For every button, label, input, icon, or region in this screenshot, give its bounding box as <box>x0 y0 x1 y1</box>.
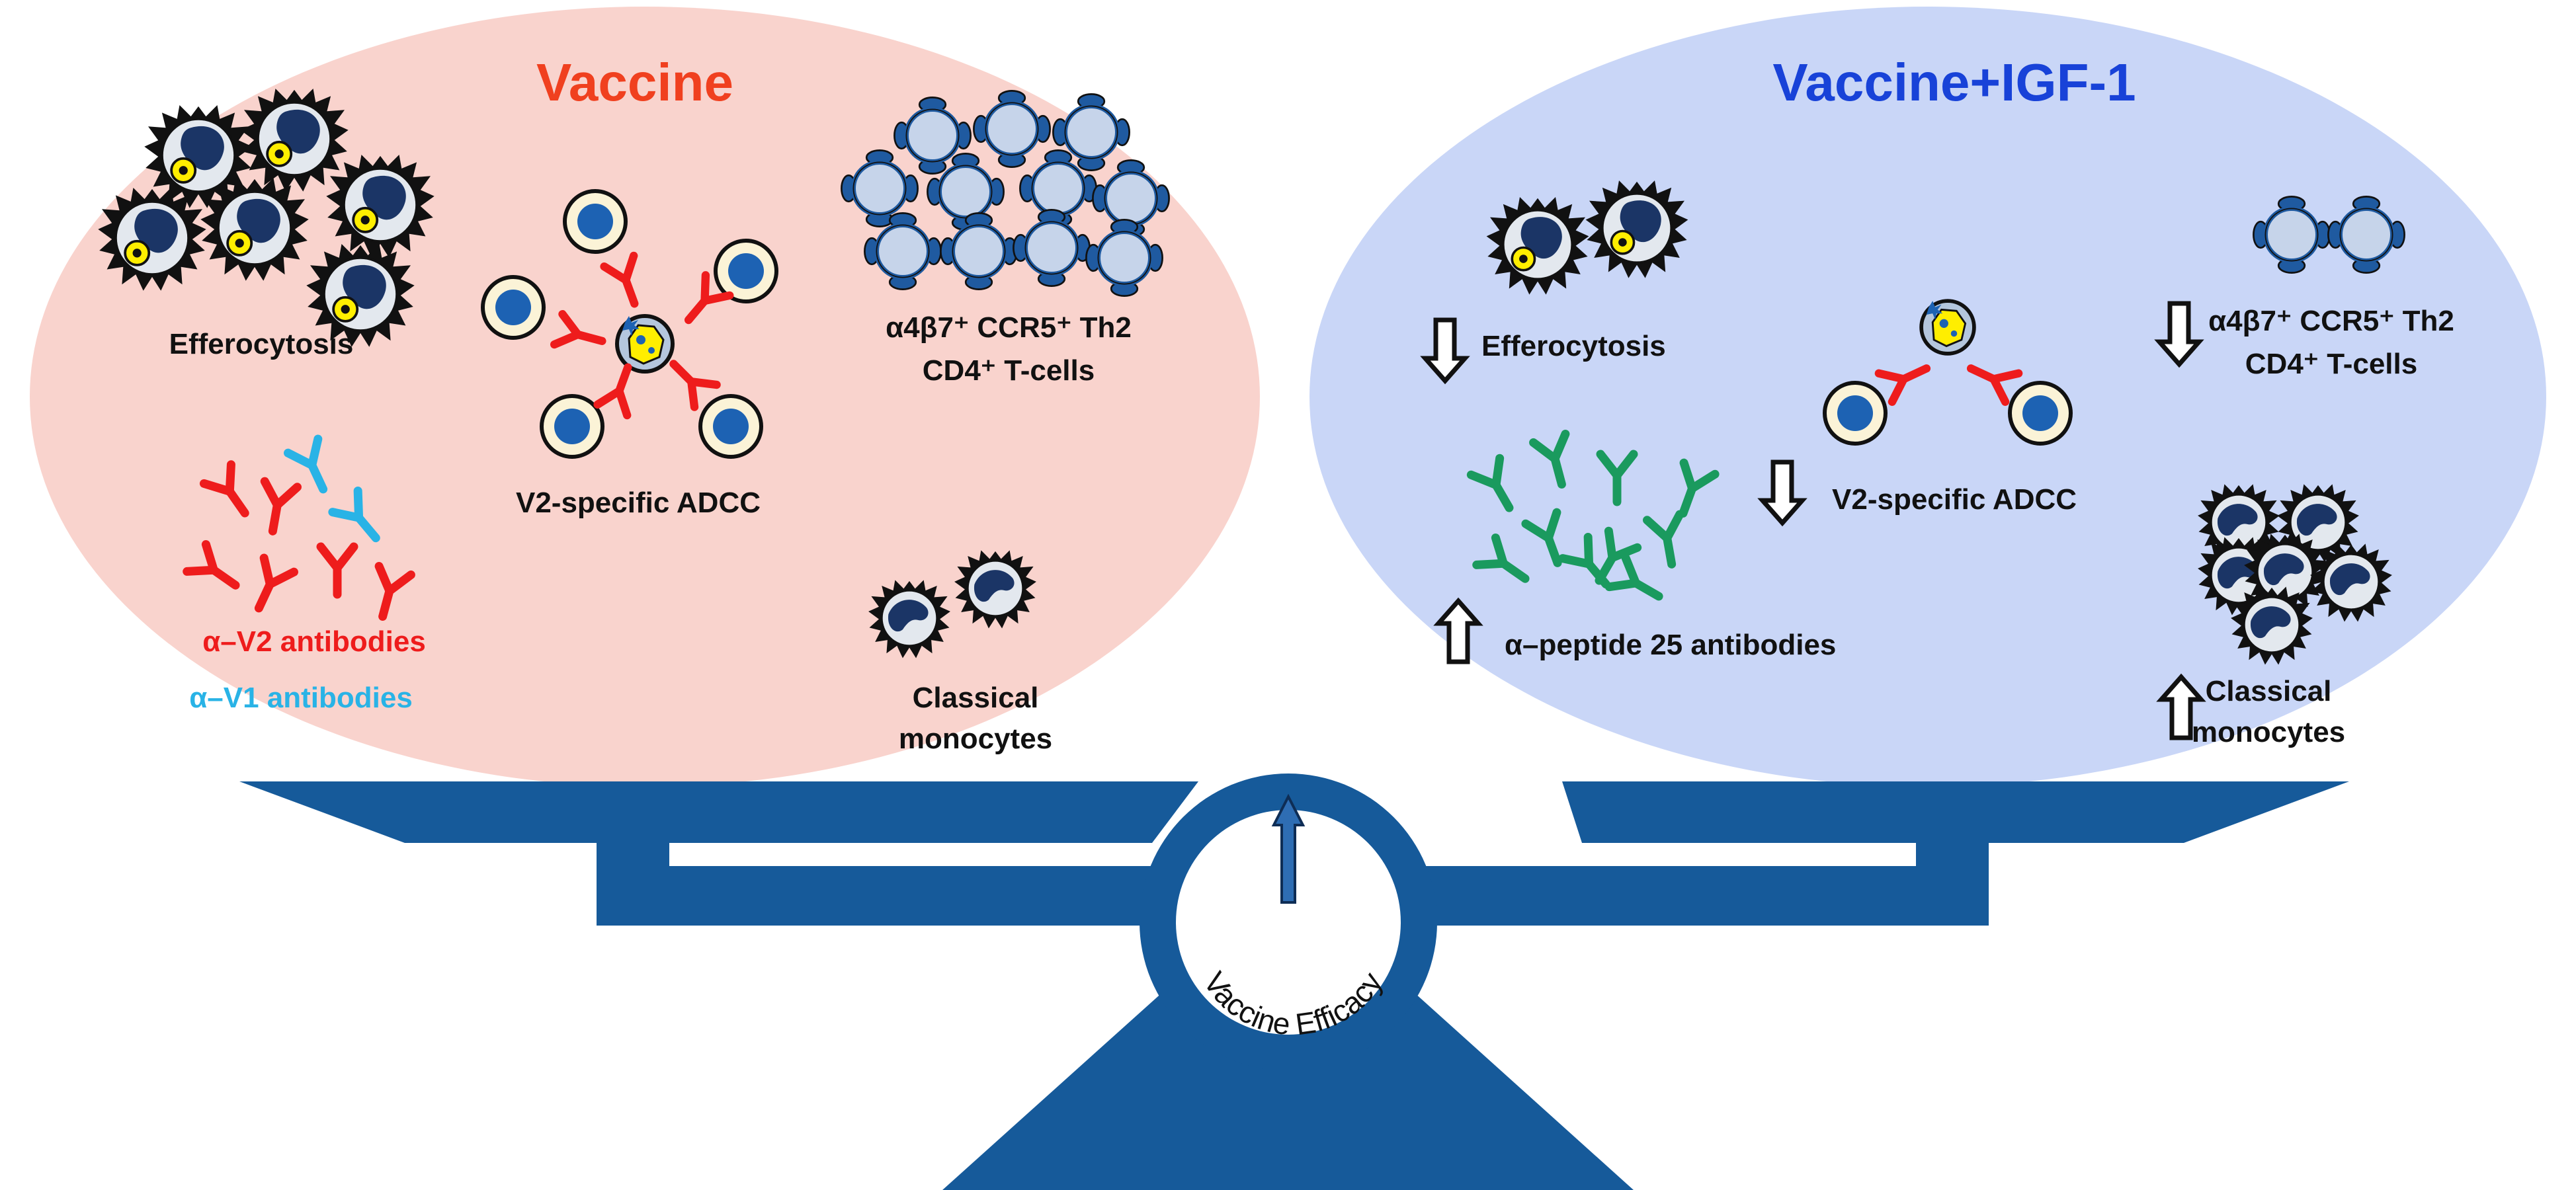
nk-effector-cell <box>700 396 761 457</box>
right-scale-pan <box>1562 781 2349 843</box>
v1-antibodies-label: α–V1 antibodies <box>189 682 413 714</box>
left-efferocytosis-label: Efferocytosis <box>169 328 354 360</box>
nk-effector-cell <box>1825 383 1886 444</box>
vaccine-title: Vaccine <box>536 53 733 112</box>
infected-target-cell <box>617 316 673 372</box>
right-efferocytosis-label: Efferocytosis <box>1481 330 1666 362</box>
vaccine-igf1-panel-background <box>1309 7 2546 787</box>
infected-target-cell <box>1921 301 1974 354</box>
efficacy-up-arrow <box>1271 793 1306 904</box>
left-scale-pan <box>239 781 1198 843</box>
left-tcell-label-line1: α4β7⁺ CCR5⁺ Th2 <box>886 311 1132 344</box>
nk-effector-cell <box>483 277 544 338</box>
scale-dial-face <box>1176 810 1401 1035</box>
left-tcell-label-line2: CD4⁺ T-cells <box>923 354 1095 387</box>
nk-effector-cell <box>2010 383 2071 444</box>
peptide25-antibodies-label: α–peptide 25 antibodies <box>1505 629 1836 661</box>
vaccine-igf1-title: Vaccine+IGF-1 <box>1772 53 2136 112</box>
left-monocytes-label-line2: monocytes <box>899 723 1052 755</box>
nk-effector-cell <box>542 396 602 457</box>
left-monocytes-label-line1: Classical <box>913 682 1039 714</box>
right-monocytes-label-line1: Classical <box>2206 675 2332 707</box>
right-monocytes-label-line2: monocytes <box>2192 716 2345 748</box>
v2-antibodies-label: α–V2 antibodies <box>202 625 426 658</box>
right-tcell-label-line2: CD4⁺ T-cells <box>2245 348 2417 380</box>
nk-effector-cell <box>565 191 626 252</box>
right-adcc-label: V2-specific ADCC <box>1832 483 2077 516</box>
right-tcell-label-line1: α4β7⁺ CCR5⁺ Th2 <box>2208 305 2454 337</box>
left-adcc-label: V2-specific ADCC <box>516 487 761 519</box>
